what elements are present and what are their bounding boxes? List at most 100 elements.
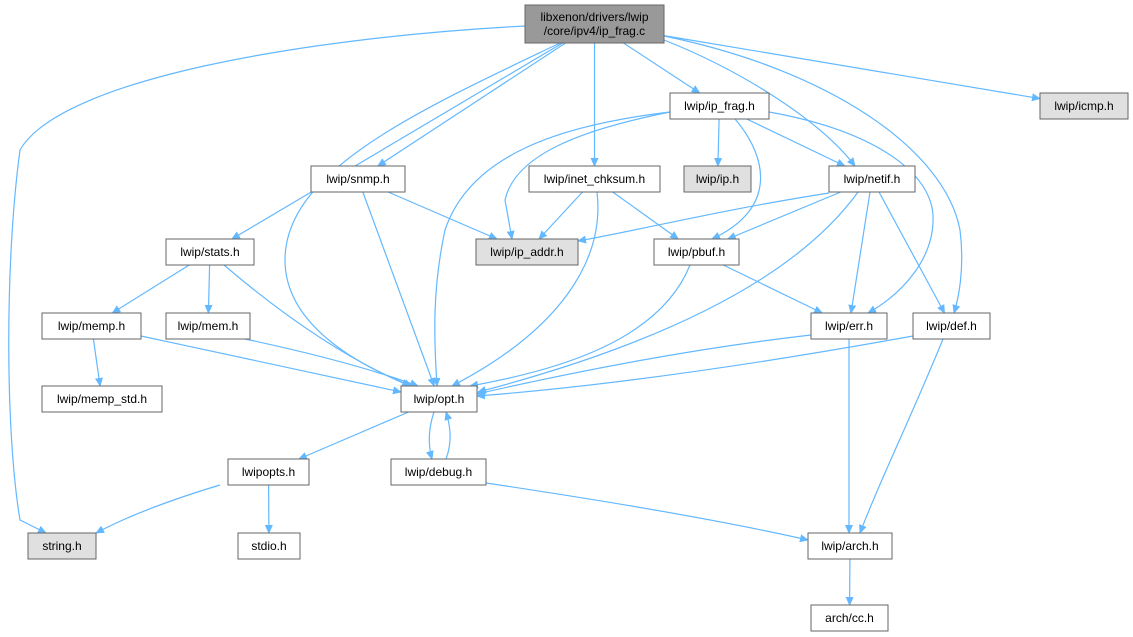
node-box xyxy=(653,238,740,266)
edge-ip_frag_h-to-ip_h xyxy=(714,118,723,167)
edge-def_h-to-opt_h xyxy=(476,335,914,400)
node-label: lwip/arch.h xyxy=(821,539,878,553)
edge-err_h-to-opt_h xyxy=(476,334,812,397)
node-label: lwip/icmp.h xyxy=(1054,99,1113,113)
node-label: lwip/err.h xyxy=(825,319,873,333)
node-box xyxy=(810,604,889,632)
node-box xyxy=(227,458,310,486)
node-label: lwip/ip.h xyxy=(696,172,739,186)
node-stdio-h[interactable]: stdio.h xyxy=(237,532,301,560)
node-label: lwip/netif.h xyxy=(844,172,901,186)
node-stats-h[interactable]: lwip/stats.h xyxy=(165,238,255,266)
node-box xyxy=(828,165,916,193)
node-label: lwip/mem.h xyxy=(178,319,239,333)
edge-root-to-stats_h xyxy=(231,42,563,240)
node-box xyxy=(390,458,487,486)
node-snmp-h[interactable]: lwip/snmp.h xyxy=(310,165,406,193)
edge-debug_h-to-arch_h xyxy=(485,482,809,543)
node-opt-h[interactable]: lwip/opt.h xyxy=(400,385,478,413)
node-box xyxy=(528,165,661,193)
edge-opt_h-to-lwipopts_h xyxy=(297,411,409,460)
node-label: stdio.h xyxy=(251,539,286,553)
edge-stats_h-to-opt_h xyxy=(223,264,411,387)
node-pbuf-h[interactable]: lwip/pbuf.h xyxy=(653,238,740,266)
node-label: lwip/ip_addr.h xyxy=(490,245,563,259)
node-label: lwip/memp.h xyxy=(58,319,125,333)
node-box xyxy=(310,165,406,193)
node-label: /core/ipv4/ip_frag.c xyxy=(544,24,645,38)
node-box xyxy=(165,238,255,266)
node-string-h[interactable]: string.h xyxy=(27,532,97,560)
edge-root-to-icmp_h xyxy=(663,35,1041,102)
edge-stats_h-to-mem_h xyxy=(204,264,213,314)
edge-inet_chksum_h-to-pbuf_h xyxy=(612,191,680,240)
edge-ip_frag_h-to-ip_addr_h xyxy=(504,111,671,240)
node-box xyxy=(683,165,752,193)
node-icmp-h[interactable]: lwip/icmp.h xyxy=(1039,92,1129,120)
edge-lwipopts_h-to-string_h xyxy=(95,484,221,534)
edge-root-to-def_h xyxy=(663,35,963,314)
node-def-h[interactable]: lwip/def.h xyxy=(912,312,991,340)
node-ip-addr-h[interactable]: lwip/ip_addr.h xyxy=(475,238,579,266)
edge-netif_h-to-def_h xyxy=(878,191,946,314)
node-memp-std-h[interactable]: lwip/memp_std.h xyxy=(41,385,163,413)
node-label: arch/cc.h xyxy=(825,611,874,625)
node-label: lwip/def.h xyxy=(926,319,977,333)
node-box xyxy=(165,312,251,340)
edge-netif_h-to-ip_addr_h xyxy=(577,192,830,244)
edge-ip_frag_h-to-err_h xyxy=(768,111,934,314)
node-netif-h[interactable]: lwip/netif.h xyxy=(828,165,916,193)
edge-ip_frag_h-to-opt_h xyxy=(432,111,671,387)
node-box xyxy=(237,532,301,560)
node-label: lwip/debug.h xyxy=(405,465,472,479)
edge-snmp_h-to-opt_h xyxy=(362,191,436,387)
node-box xyxy=(41,312,142,340)
nodes-layer: libxenon/drivers/lwip/core/ipv4/ip_frag.… xyxy=(27,4,1129,632)
node-box xyxy=(1039,92,1129,120)
edge-memp_h-to-memp_std_h xyxy=(92,338,103,387)
edges-layer xyxy=(8,25,1041,606)
node-lwipopts-h[interactable]: lwipopts.h xyxy=(227,458,310,486)
node-box xyxy=(669,92,770,120)
edge-stats_h-to-memp_h xyxy=(111,264,190,314)
node-ip-h[interactable]: lwip/ip.h xyxy=(683,165,752,193)
node-label: libxenon/drivers/lwip xyxy=(540,10,648,24)
node-label: lwip/snmp.h xyxy=(326,172,389,186)
edge-ip_frag_h-to-netif_h xyxy=(746,118,846,167)
node-label: lwip/opt.h xyxy=(414,392,465,406)
node-ip-frag-h[interactable]: lwip/ip_frag.h xyxy=(669,92,770,120)
node-label: lwip/ip_frag.h xyxy=(684,99,755,113)
node-debug-h[interactable]: lwip/debug.h xyxy=(390,458,487,486)
node-label: lwipopts.h xyxy=(242,465,295,479)
node-mem-h[interactable]: lwip/mem.h xyxy=(165,312,251,340)
edge-ip_frag_h-to-pbuf_h xyxy=(711,118,762,240)
node-err-h[interactable]: lwip/err.h xyxy=(810,312,888,340)
edge-root-to-opt_h xyxy=(284,42,561,387)
edge-netif_h-to-opt_h xyxy=(477,191,859,394)
edge-root-to-netif_h xyxy=(663,39,856,167)
node-memp-h[interactable]: lwip/memp.h xyxy=(41,312,142,340)
edge-inet_chksum_h-to-ip_addr_h xyxy=(538,191,583,240)
node-root[interactable]: libxenon/drivers/lwip/core/ipv4/ip_frag.… xyxy=(524,4,665,44)
node-cc-h[interactable]: arch/cc.h xyxy=(810,604,889,632)
edge-root-to-ip_frag_h xyxy=(623,42,701,94)
edge-inet_chksum_h-to-opt_h xyxy=(451,191,599,387)
node-box xyxy=(400,385,478,413)
edge-netif_h-to-pbuf_h xyxy=(726,191,841,240)
node-inet-chksum-h[interactable]: lwip/inet_chksum.h xyxy=(528,165,661,193)
node-box xyxy=(41,385,163,413)
node-arch-h[interactable]: lwip/arch.h xyxy=(807,532,893,560)
edge-root-to-snmp_h xyxy=(376,42,566,167)
node-box xyxy=(912,312,991,340)
node-label: lwip/memp_std.h xyxy=(57,392,147,406)
edge-snmp_h-to-ip_addr_h xyxy=(387,191,498,240)
edge-netif_h-to-err_h xyxy=(848,191,871,314)
node-label: lwip/pbuf.h xyxy=(668,245,725,259)
node-label: lwip/stats.h xyxy=(180,245,239,259)
edge-root-to-string_h xyxy=(8,25,526,534)
node-label: string.h xyxy=(42,539,81,553)
edge-pbuf_h-to-err_h xyxy=(723,264,824,314)
edge-def_h-to-arch_h xyxy=(859,338,944,534)
node-box xyxy=(807,532,893,560)
